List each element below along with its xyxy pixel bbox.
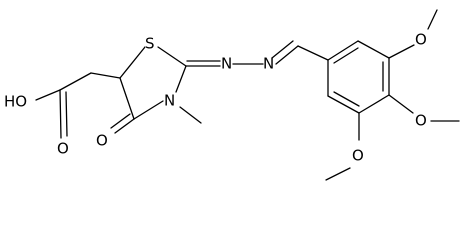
bond-ar-5-6	[327, 95, 360, 114]
bond-o-ch3-top	[427, 9, 438, 30]
atom-methoxy-bottom-o: O	[352, 147, 364, 165]
bond-ar-2-3	[357, 40, 390, 59]
bond-ar-o-top	[388, 44, 415, 59]
atom-hydrazone-n1: N	[221, 55, 232, 73]
bond-ho-c	[35, 89, 61, 101]
bond-ar-5-6-inner	[333, 91, 360, 107]
bond-n3-c4	[133, 100, 164, 120]
atom-methoxy-mid-o: O	[415, 112, 427, 130]
bond-acid-co-double-a	[59, 89, 62, 139]
atom-hydrazone-n2: N	[263, 55, 274, 73]
bond-c4-o-double-a	[114, 118, 135, 134]
bond-ar-o-mid	[388, 94, 414, 114]
atom-acid-carbonyl-o: O	[57, 140, 69, 158]
bond-acid-c-ch2	[59, 72, 92, 91]
atom-ring-nitrogen: N	[164, 92, 175, 110]
atom-labels: HO O S N O N N O O O	[4, 31, 427, 165]
molecule-diagram: HO O S N O N N O O O	[4, 9, 460, 181]
structure-svg: HO O S N O N N O O O	[4, 9, 460, 181]
bond-s-c2	[157, 46, 187, 67]
bond-o-ch3-bottom	[325, 167, 351, 181]
bond-ar-4-5	[358, 94, 390, 114]
bond-ch2-c5	[90, 72, 121, 79]
bond-n-ch-double-a	[275, 45, 299, 65]
atom-ring-carbonyl-o: O	[96, 132, 108, 150]
bond-ar-1-2	[327, 40, 359, 61]
bond-acid-co-double-b	[65, 91, 68, 137]
bond-c2-n3	[175, 65, 187, 93]
bond-c4-c5	[119, 77, 135, 120]
atom-methoxy-top-o: O	[415, 31, 427, 49]
atom-sulfur: S	[145, 35, 155, 53]
bond-ch-ring	[297, 45, 329, 61]
bond-ar-1-2-inner	[333, 47, 359, 64]
bond-c5-s	[119, 46, 146, 79]
bond-n3-methyl	[179, 106, 202, 124]
bond-c4-o-double-b	[110, 113, 131, 129]
bond-n-ch-double-b	[271, 40, 294, 59]
atom-hydroxyl: HO	[4, 93, 27, 111]
bonds	[35, 9, 460, 181]
